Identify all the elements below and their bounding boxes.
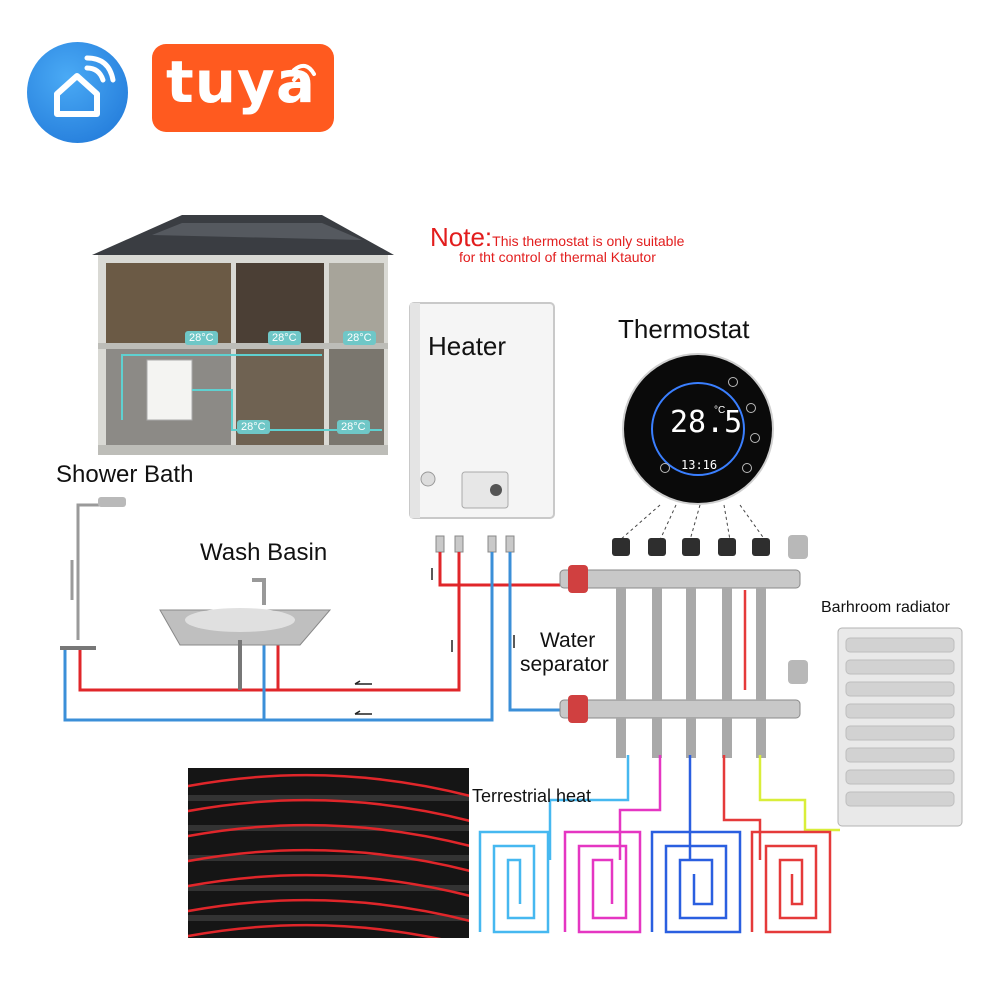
- heater-knob: [490, 484, 502, 496]
- tuya-logo-text: tuya: [166, 48, 316, 116]
- thermostat-unit: °C: [714, 405, 726, 416]
- coil-cyan: [478, 830, 550, 934]
- thermostat-time: 13:16: [681, 458, 718, 472]
- heater-label: Heater: [428, 331, 507, 361]
- note-line-2: for tht control of thermal Ktautor: [459, 249, 656, 265]
- power-button-icon[interactable]: [728, 377, 738, 387]
- room-temp-badge: 28°C: [185, 331, 218, 345]
- shower-head: [98, 497, 126, 507]
- return-valve: [568, 695, 588, 723]
- room-temp-badge: 28°C: [268, 331, 301, 345]
- tuya-logo: tuya: [152, 44, 334, 132]
- actuators: [612, 535, 808, 684]
- thermostat-label: Thermostat: [618, 314, 750, 344]
- room-temp-badge: 28°C: [343, 331, 376, 345]
- cold-water-pipes: [63, 552, 560, 722]
- flame-icon: [660, 463, 670, 473]
- thermostat-temperature: 28.5: [670, 405, 743, 440]
- up-button-icon[interactable]: [750, 433, 760, 443]
- note: Note:This thermostat is only suitable: [430, 222, 684, 253]
- thermostat-dial: [651, 382, 745, 476]
- heating-coils: [478, 830, 832, 934]
- note-heading: Note:: [430, 222, 493, 252]
- terrestrial-heat-label: Terrestrial heat: [472, 786, 592, 806]
- coil-red: [750, 830, 832, 934]
- water-separator-label-line1: Water: [540, 629, 596, 652]
- note-line-1: This thermostat is only suitable: [492, 233, 685, 249]
- thermostat-device: 28.5 °C 13:16: [624, 355, 772, 503]
- supply-valve: [568, 565, 588, 593]
- coil-magenta: [563, 830, 642, 934]
- heater-gauge: [420, 471, 436, 487]
- coil-blue: [650, 830, 742, 934]
- manifold-outlets: [616, 588, 766, 758]
- clock-button-icon[interactable]: [746, 403, 756, 413]
- water-separator-label-line2: separator: [520, 653, 609, 676]
- floor-loop-pipes: [548, 590, 840, 860]
- shower-bath-label: Shower Bath: [56, 461, 194, 488]
- lower-manifold: [559, 699, 801, 719]
- down-button-icon[interactable]: [742, 463, 752, 473]
- heater-valves: [435, 535, 515, 553]
- room-temp-badge: 28°C: [237, 420, 270, 434]
- home-wifi-icon: [54, 55, 116, 117]
- thermostat-wires: [619, 504, 766, 541]
- shower-fixture: [70, 503, 112, 640]
- room-temp-badge: 28°C: [337, 420, 370, 434]
- wifi-signal-icon: [292, 63, 316, 82]
- flow-arrows: [354, 568, 515, 715]
- floor-heating-photo: [188, 768, 469, 938]
- wash-basin-label: Wash Basin: [200, 539, 328, 566]
- smart-home-app-icon: [27, 42, 128, 143]
- bathroom-radiator-label: Barhroom radiator: [821, 599, 950, 616]
- floor-heating-pipes: [188, 773, 469, 938]
- upper-manifold: [559, 569, 801, 589]
- basin-faucet: [252, 578, 266, 605]
